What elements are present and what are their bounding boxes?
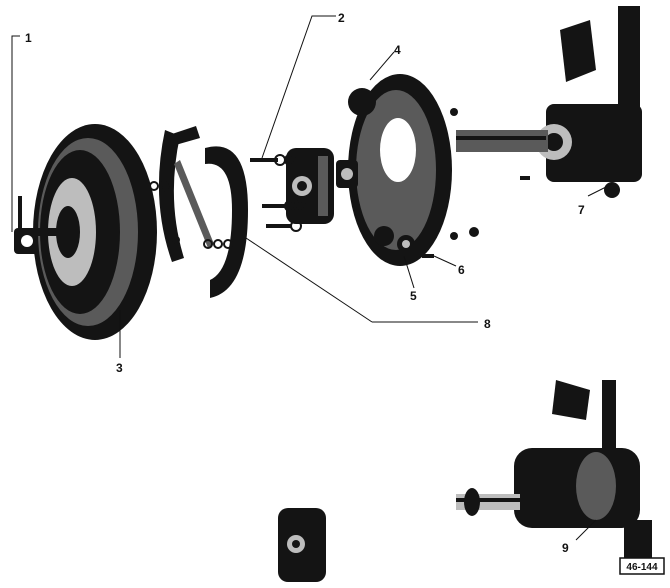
part-lower-housing <box>456 380 652 566</box>
part-wheel-cylinder <box>250 148 334 232</box>
part-retaining-springs <box>149 181 233 249</box>
leader-lines <box>11 15 613 541</box>
callout-9: 9 <box>562 541 569 555</box>
part-brake-drum <box>33 124 157 340</box>
callout-3: 3 <box>116 361 123 375</box>
part-small-flange <box>278 508 326 582</box>
figure-reference-code: 46-144 <box>619 557 665 575</box>
part-adjuster <box>397 108 479 258</box>
callout-1: 1 <box>25 31 32 45</box>
part-brake-shoes <box>158 126 248 298</box>
callout-numbers: 1 2 3 4 5 6 7 8 9 <box>25 11 585 555</box>
part-axle-housing <box>456 6 642 198</box>
part-backing-plate <box>336 74 452 266</box>
callout-6: 6 <box>458 263 465 277</box>
callout-5: 5 <box>410 289 417 303</box>
callout-2: 2 <box>338 11 345 25</box>
callout-8: 8 <box>484 317 491 331</box>
callout-7: 7 <box>578 203 585 217</box>
reference-code-text: 46-144 <box>626 562 658 573</box>
callout-4: 4 <box>394 43 401 57</box>
